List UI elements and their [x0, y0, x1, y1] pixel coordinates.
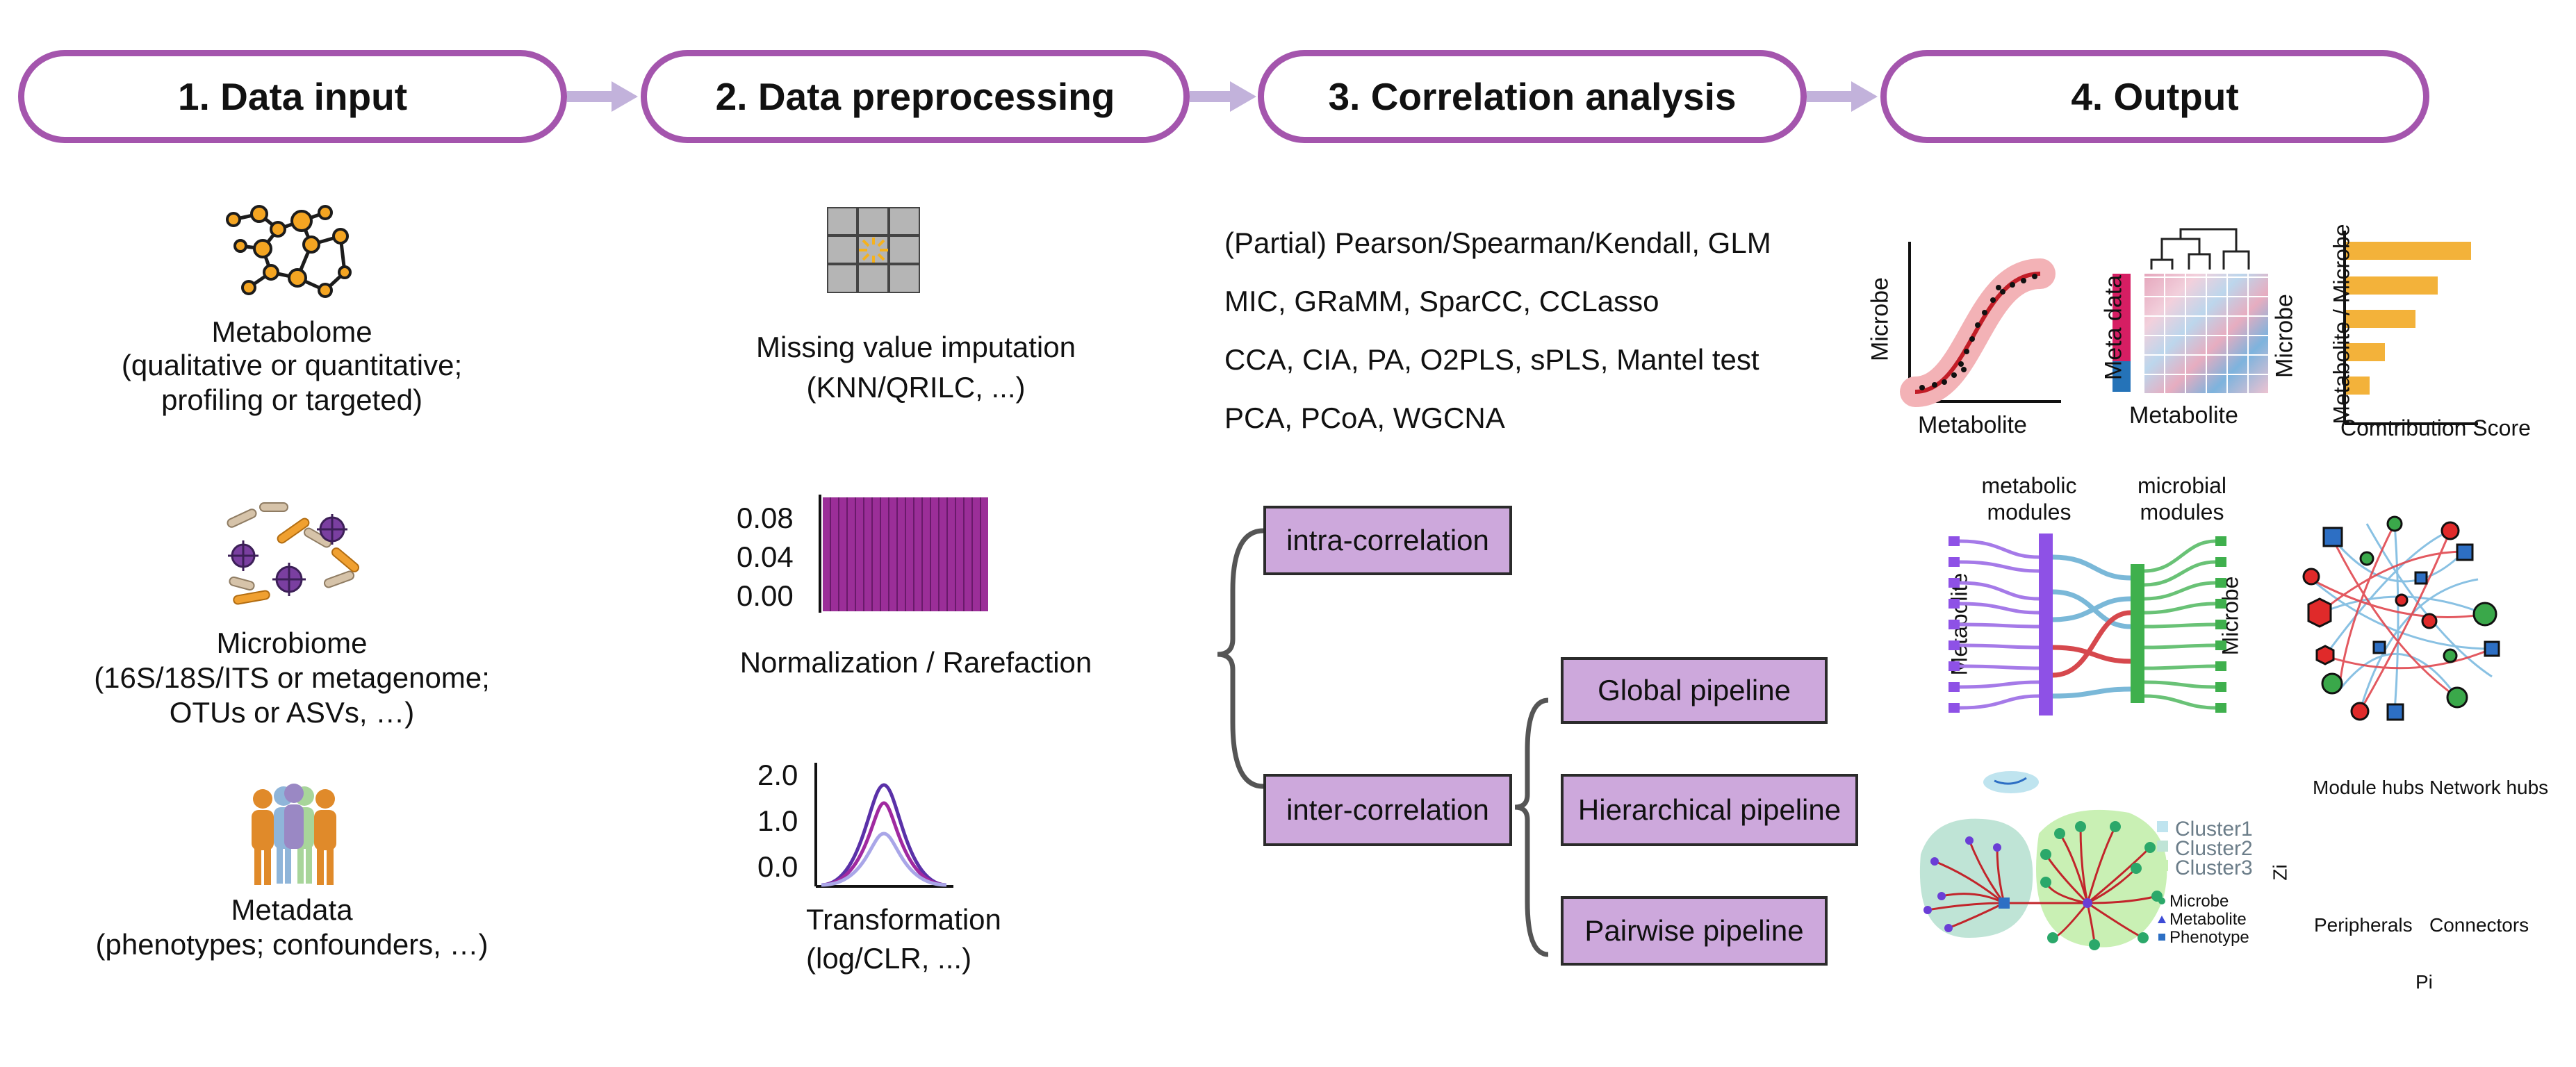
imputation-line2: (KNN/QRILC, ...) — [806, 371, 1026, 404]
metabolic-modules-line1: metabolic — [1981, 473, 2077, 498]
heatmap — [2113, 228, 2250, 392]
normalization-label: Normalization / Rarefaction — [739, 646, 1092, 679]
metabolite-legend-triangle — [2158, 916, 2166, 923]
norm-bars — [823, 497, 988, 611]
method-line-4: PCA, PCoA, WGCNA — [1224, 402, 1505, 434]
cluster1-swatch — [2157, 821, 2168, 832]
flow-arrow-1 — [567, 91, 616, 102]
flow-arrowhead-3 — [1851, 81, 1878, 112]
hierarchical-pipeline-label: Hierarchical pipeline — [1577, 793, 1841, 826]
transformation-line1: Transformation — [806, 903, 1001, 936]
flow-arrowhead-2 — [1230, 81, 1256, 112]
scatter-xlabel: Metabolite — [1918, 412, 2027, 438]
peripherals-label: Peripherals — [2314, 914, 2413, 936]
people-icon — [252, 784, 336, 885]
normalization-chart: 0.08 0.04 0.00 — [737, 486, 988, 618]
barplot-xlabel: Comtribution Score — [2340, 415, 2531, 440]
imputation-grid-icon — [827, 207, 920, 293]
metabolome-desc-line2: profiling or targeted) — [161, 383, 423, 416]
norm-axis — [819, 495, 821, 613]
metabolite-legend-label: Metabolite — [2169, 910, 2247, 929]
flow-arrow-2 — [1190, 91, 1234, 102]
cluster-legend: Cluster1 Cluster2 Cluster3 — [2157, 817, 2253, 879]
cluster3-swatch — [2157, 860, 2168, 871]
inter-correlation-label: inter-correlation — [1286, 793, 1489, 826]
intra-correlation-box: intra-correlation — [1263, 506, 1512, 575]
metadata-desc-line1: (phenotypes; confounders, …) — [95, 928, 489, 961]
cluster2-label: Cluster2 — [2175, 837, 2253, 860]
microbe-legend-dot — [2158, 898, 2165, 904]
cluster2-swatch — [2157, 841, 2168, 852]
metabolome-network-icon — [226, 205, 352, 298]
phenotype-legend-label: Phenotype — [2169, 928, 2249, 947]
phenotype-legend-square — [2158, 934, 2165, 941]
transformation-chart: 2.0 1.0 0.0 — [757, 757, 966, 889]
stage-label: 2. Data preprocessing — [715, 75, 1115, 118]
global-pipeline-box: Global pipeline — [1561, 657, 1828, 724]
microbiome-desc-line2: OTUs or ASVs, …) — [169, 696, 415, 729]
barplot-ylabel: Metabolite / Microbe — [2329, 224, 2354, 424]
imputation-line1: Missing value imputation — [756, 331, 1076, 363]
trans-tick: 0.0 — [757, 850, 798, 883]
stage-data-input: 1. Data input — [18, 50, 567, 143]
trans-tick: 2.0 — [757, 759, 798, 791]
stage-correlation-analysis: 3. Correlation analysis — [1258, 50, 1807, 143]
norm-tick: 0.00 — [737, 579, 794, 612]
heatmap-xlabel: Metabolite — [2129, 402, 2238, 429]
flow-arrowhead-1 — [612, 81, 638, 112]
zi-axis-label: Zi — [2269, 864, 2291, 881]
sigmoid-scatter-plot — [1900, 242, 2061, 407]
cluster-network — [1919, 771, 2167, 950]
global-pipeline-label: Global pipeline — [1598, 674, 1791, 706]
circular-network — [2302, 515, 2500, 721]
trans-tick: 1.0 — [757, 804, 798, 837]
method-line-3: CCA, CIA, PA, O2PLS, sPLS, Mantel test — [1224, 343, 1759, 376]
network-hubs-label: Network hubs — [2429, 777, 2549, 798]
norm-tick: 0.04 — [737, 540, 794, 573]
pairwise-pipeline-label: Pairwise pipeline — [1584, 914, 1804, 947]
brace-connectors — [1217, 528, 1549, 957]
microbial-modules-line2: modules — [2140, 499, 2224, 524]
intra-correlation-label: intra-correlation — [1286, 524, 1489, 556]
hierarchical-pipeline-box: Hierarchical pipeline — [1561, 774, 1858, 846]
pi-axis-label: Pi — [2415, 971, 2433, 993]
cluster3-label: Cluster3 — [2175, 857, 2253, 879]
connectors-label: Connectors — [2429, 914, 2529, 936]
module-hubs-label: Module hubs — [2313, 777, 2425, 798]
microbiome-icon — [227, 502, 360, 605]
metabolic-modules-line2: modules — [1987, 499, 2072, 524]
stage-label: 4. Output — [2071, 75, 2239, 118]
stage-output: 4. Output — [1880, 50, 2429, 143]
node-legend: Microbe Metabolite Phenotype — [2157, 889, 2268, 959]
method-line-1: (Partial) Pearson/Spearman/Kendall, GLM — [1224, 226, 1771, 259]
flow-arrow-3 — [1807, 91, 1855, 102]
metabolome-title: Metabolome — [211, 315, 372, 348]
metadata-title: Metadata — [231, 893, 353, 926]
heatmap-right-label: Microbe — [2271, 294, 2298, 378]
contribution-barplot — [2343, 231, 2478, 425]
heatmap-left-label: Meta data — [2100, 274, 2127, 381]
module-sankey — [1949, 534, 2226, 716]
heatmap-cells — [2144, 274, 2270, 393]
pairwise-pipeline-box: Pairwise pipeline — [1561, 896, 1828, 966]
norm-tick: 0.08 — [737, 502, 794, 534]
inter-correlation-box: inter-correlation — [1263, 774, 1512, 846]
stage-label: 1. Data input — [177, 75, 408, 118]
microbe-legend-label: Microbe — [2169, 892, 2229, 911]
method-line-2: MIC, GRaMM, SparCC, CCLasso — [1224, 285, 1659, 317]
stage-data-preprocessing: 2. Data preprocessing — [641, 50, 1190, 143]
microbiome-title: Microbiome — [216, 627, 368, 659]
stage-label: 3. Correlation analysis — [1328, 75, 1737, 118]
microbiome-desc-line1: (16S/18S/ITS or metagenome; — [94, 661, 490, 694]
scatter-ylabel: Microbe — [1867, 277, 1894, 361]
metabolome-desc-line1: (qualitative or quantitative; — [121, 349, 463, 381]
cluster1-label: Cluster1 — [2175, 818, 2253, 841]
transformation-line2: (log/CLR, ...) — [806, 942, 972, 975]
microbial-modules-line1: microbial — [2137, 473, 2227, 498]
